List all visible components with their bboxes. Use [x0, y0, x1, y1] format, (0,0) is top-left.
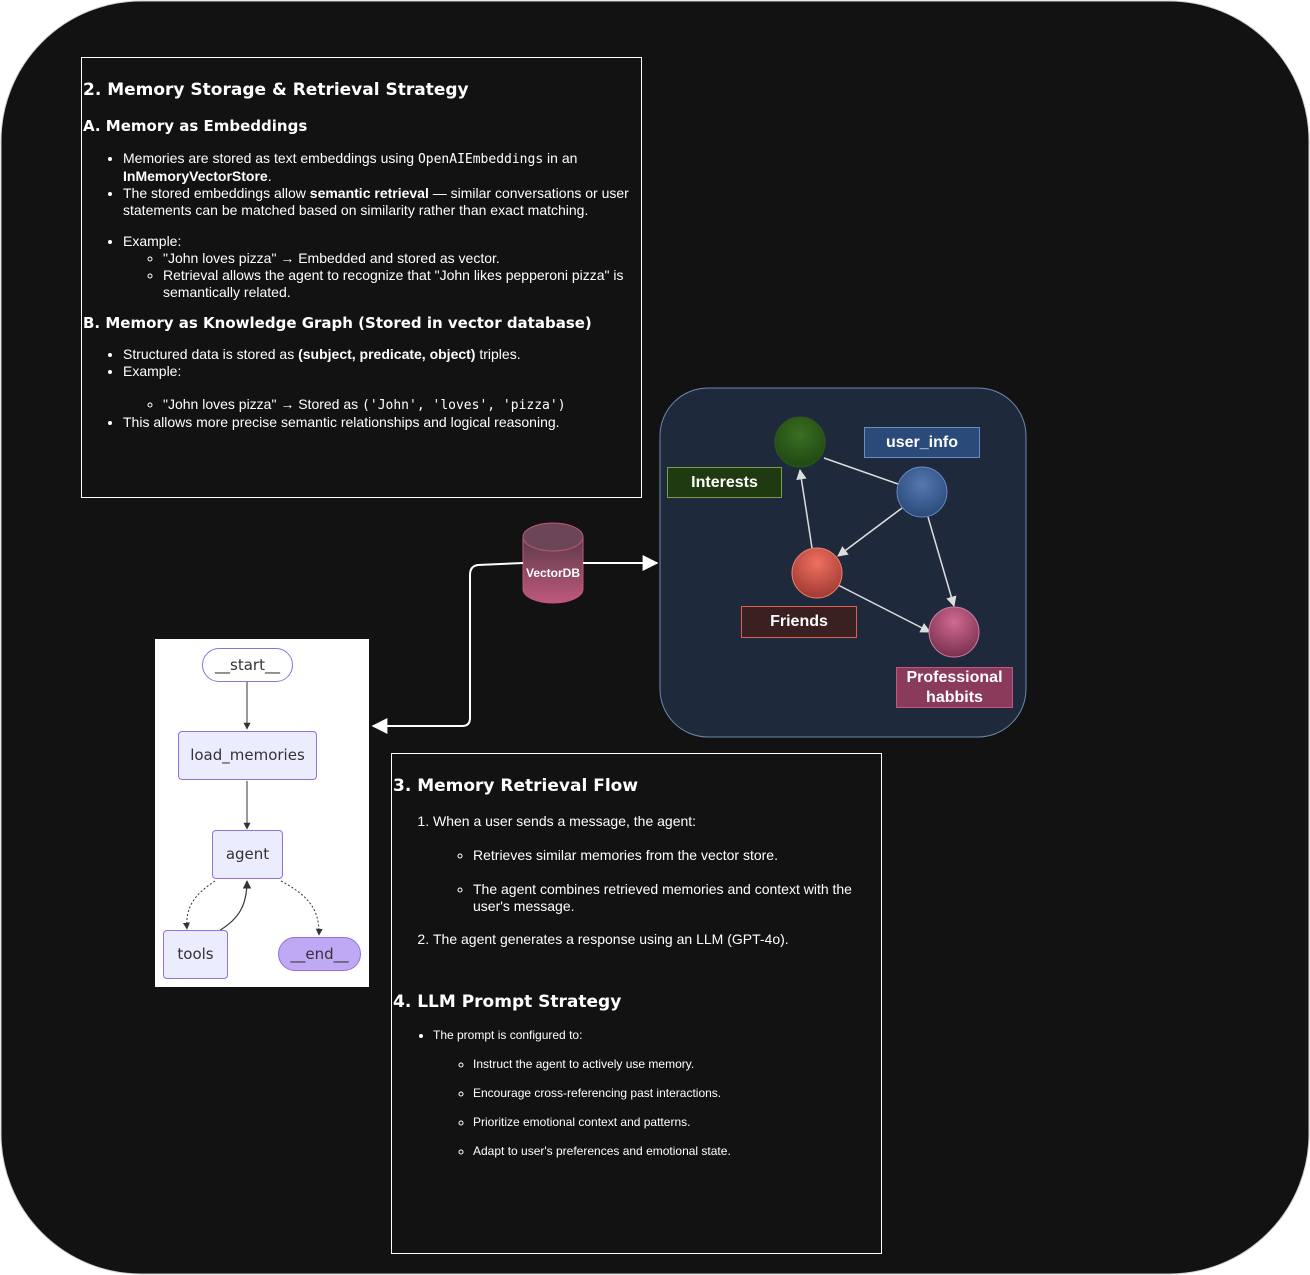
section3-title: 3. Memory Retrieval Flow	[393, 776, 639, 796]
list-item: The agent generates a response using an …	[433, 931, 863, 948]
interests-node	[774, 416, 826, 468]
list-item: When a user sends a message, the agent: …	[433, 813, 863, 915]
agent-node[interactable]: agent	[212, 830, 283, 879]
retrieval-steps-list: When a user sends a message, the agent: …	[433, 813, 863, 948]
edge-agent-tools	[182, 880, 216, 930]
list-item: The prompt is configured to: Instruct th…	[433, 1027, 863, 1160]
edge-userinfo-interests	[823, 457, 899, 485]
list-item: Example: "John loves pizza" → Embedded a…	[123, 233, 635, 301]
edge-friends-professional	[837, 584, 931, 633]
list-item: "John loves pizza" → Embedded and stored…	[163, 250, 635, 267]
flow-edges	[182, 681, 323, 936]
list-item: Structured data is stored as (subject, p…	[123, 346, 635, 363]
professional-node	[928, 606, 980, 658]
edge-agent-end	[280, 880, 323, 936]
list-item: The stored embeddings allow semantic ret…	[123, 185, 635, 219]
agent-flow-panel: __start__ load_memories agent tools __en…	[155, 639, 369, 987]
section4-title: 4. LLM Prompt Strategy	[393, 992, 622, 1012]
friends-label: Friends	[741, 606, 857, 638]
tools-node[interactable]: tools	[163, 930, 228, 979]
interests-label: Interests	[667, 467, 782, 498]
edge-userinfo-professional	[927, 516, 957, 608]
list-item: This allows more precise semantic relati…	[123, 414, 635, 431]
vectordb-to-flow-arrow	[371, 562, 524, 734]
vectordb-label: VectorDB	[525, 566, 581, 580]
section2-title: 2. Memory Storage & Retrieval Strategy	[83, 80, 469, 100]
edge-friends-interests	[796, 468, 813, 549]
user-info-node	[896, 466, 948, 518]
friends-node	[791, 547, 843, 599]
professional-habbits-label: Professional habbits	[896, 667, 1013, 708]
end-node[interactable]: __end__	[278, 937, 361, 971]
list-item: Example: "John loves pizza" → Stored as …	[123, 363, 635, 414]
memory-storage-panel: 2. Memory Storage & Retrieval Strategy A…	[81, 57, 642, 498]
list-item: Retrieval allows the agent to recognize …	[163, 267, 635, 301]
prompt-strategy-list: The prompt is configured to: Instruct th…	[433, 1027, 863, 1160]
list-item: The agent combines retrieved memories an…	[473, 881, 863, 915]
list-item: Adapt to user's preferences and emotiona…	[473, 1143, 863, 1160]
edge-userinfo-friends	[837, 507, 903, 557]
start-node[interactable]: __start__	[202, 648, 293, 682]
list-item: "John loves pizza" → Stored as ('John', …	[163, 396, 635, 414]
knowledge-graph-list: Structured data is stored as (subject, p…	[123, 346, 635, 431]
edge-tools-agent	[216, 880, 252, 933]
load-memories-node[interactable]: load_memories	[178, 731, 317, 780]
list-item: Prioritize emotional context and pattern…	[473, 1114, 863, 1131]
section2a-title: A. Memory as Embeddings	[83, 117, 308, 135]
embeddings-list: Memories are stored as text embeddings u…	[123, 150, 635, 301]
retrieval-flow-panel: 3. Memory Retrieval Flow When a user sen…	[391, 753, 882, 1254]
user-info-label: user_info	[864, 427, 980, 458]
list-item: Retrieves similar memories from the vect…	[473, 847, 863, 864]
section2b-title: B. Memory as Knowledge Graph (Stored in …	[83, 314, 592, 332]
list-item: Memories are stored as text embeddings u…	[123, 150, 635, 185]
vectordb-cylinder	[522, 522, 584, 604]
list-item: Instruct the agent to actively use memor…	[473, 1056, 863, 1073]
list-item: Encourage cross-referencing past interac…	[473, 1085, 863, 1102]
